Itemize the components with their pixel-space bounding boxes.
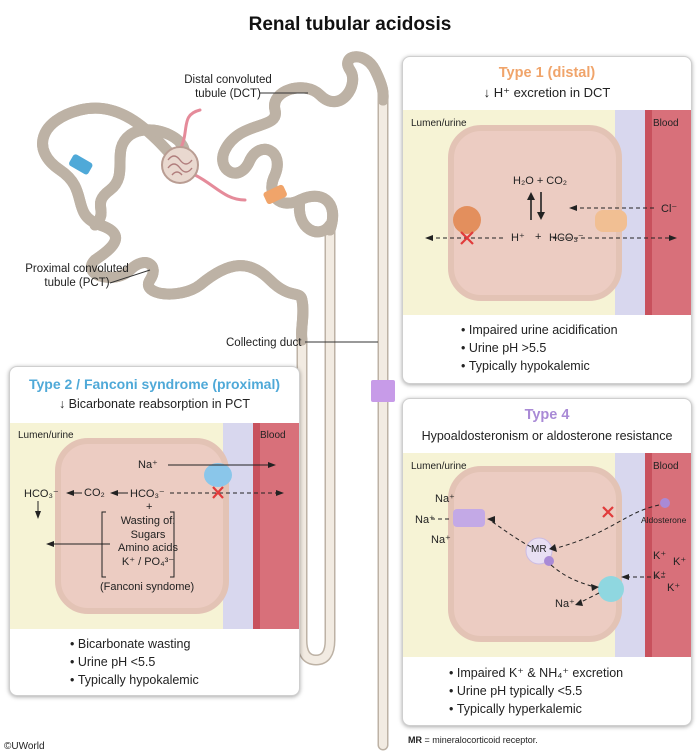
- footnote: MR = mineralocorticoid receptor.: [408, 735, 538, 745]
- type4-subtitle: Hypoaldosteronism or aldosterone resista…: [421, 429, 673, 443]
- type4-blood-label: Blood: [653, 461, 679, 472]
- type2-plus: +: [146, 501, 153, 513]
- page-title: Renal tubular acidosis: [248, 14, 452, 35]
- type2-hco3-lumen: HCO₃⁻: [24, 488, 59, 500]
- type1-hco3: HCO₃⁻: [549, 232, 584, 244]
- type4-na-1: Na⁺: [435, 493, 455, 505]
- type1-panel: Type 1 (distal) ↓ H⁺ excretion in DCT Lu…: [402, 56, 692, 384]
- type2-lumen-label: Lumen/urine: [18, 430, 74, 441]
- collecting-duct-label: Collecting duct: [226, 337, 302, 349]
- copyright: ©UWorld: [4, 741, 45, 752]
- type4-mr-label: MR: [531, 544, 547, 555]
- type4-title: Type 4: [524, 407, 570, 423]
- type2-cell-diagram: [10, 423, 299, 629]
- type4-k-2: K⁺: [673, 556, 687, 568]
- aldosterone-molecule: [660, 498, 670, 508]
- type1-blood-label: Blood: [653, 118, 679, 129]
- type1-title: Type 1 (distal): [498, 65, 596, 81]
- type1-lumen-label: Lumen/urine: [411, 118, 467, 129]
- type4-bullets: Impaired K⁺ & NH₄⁺ excretion Urine pH ty…: [449, 664, 623, 718]
- type2-bullets: Bicarbonate wasting Urine pH <5.5 Typica…: [70, 635, 199, 689]
- type4-k-3: K⁺: [653, 570, 667, 582]
- type1-plus: +: [535, 231, 542, 243]
- type4-na-3: Na⁺: [431, 534, 451, 546]
- type2-co2: CO₂: [84, 487, 105, 499]
- type1-cell-diagram: [403, 110, 691, 315]
- type4-aldosterone-label: Aldosterone: [641, 515, 687, 525]
- type2-title: Type 2 / Fanconi syndrome (proximal): [28, 376, 280, 392]
- cl-exchanger: [595, 210, 627, 232]
- type2-wasting-list: Wasting of: Sugars Amino acids K⁺ / PO₄³…: [118, 515, 178, 568]
- type4-panel: Type 4 Hypoaldosteronism or aldosterone …: [402, 398, 692, 726]
- type4-na-2: Na⁺: [415, 514, 435, 526]
- type2-blood-label: Blood: [260, 430, 286, 441]
- type4-k-4: K⁺: [667, 582, 681, 594]
- na-hco3-cotransporter: [204, 463, 232, 487]
- h-pump: [453, 206, 481, 234]
- type4-cell-diagram: [403, 453, 691, 657]
- type1-bullets: Impaired urine acidification Urine pH >5…: [461, 321, 618, 375]
- type4-lumen-label: Lumen/urine: [411, 461, 467, 472]
- type2-panel: Type 2 / Fanconi syndrome (proximal) ↓ B…: [9, 366, 300, 696]
- type2-subtitle: ↓ Bicarbonate reabsorption in PCT: [58, 397, 251, 411]
- type2-na: Na⁺: [138, 459, 158, 471]
- type1-subtitle: ↓ H⁺ excretion in DCT: [483, 85, 611, 100]
- type4-na-4: Na⁺: [555, 598, 575, 610]
- type1-h-ion: H⁺: [511, 232, 525, 244]
- type1-cl: Cl⁻: [661, 203, 678, 215]
- type1-reaction: H₂O + CO₂: [513, 175, 568, 187]
- type2-hco3-cell: HCO₃⁻: [130, 488, 165, 500]
- na-k-pump: [598, 576, 624, 602]
- type2-fanconi-note: (Fanconi syndome): [100, 581, 195, 593]
- enac-channel: [453, 509, 485, 527]
- type4-k-1: K⁺: [653, 550, 667, 562]
